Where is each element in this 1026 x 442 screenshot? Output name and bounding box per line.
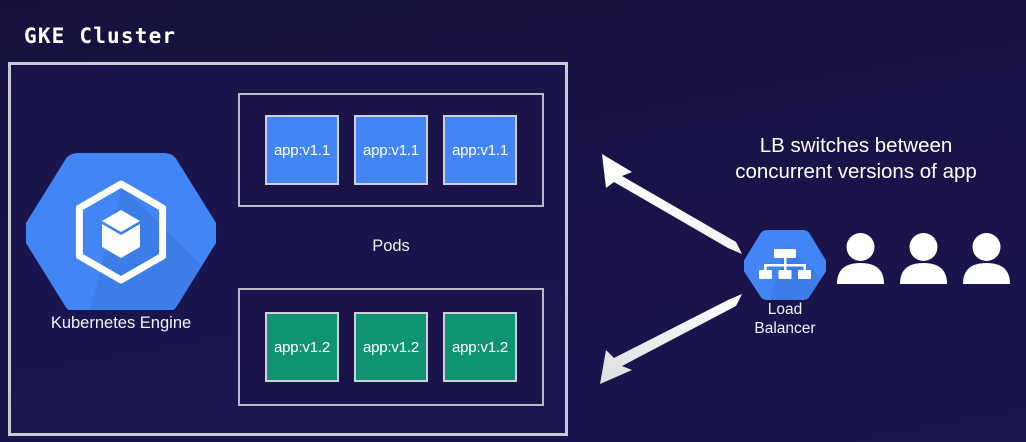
arrow-to-v12-pods-icon — [600, 294, 742, 384]
load-balancer-node: Load Balancer — [744, 228, 826, 346]
arrow-to-v11-pods-icon — [602, 154, 742, 254]
pod-row-v11: app:v1.1 app:v1.1 app:v1.1 — [240, 95, 542, 205]
lb-caption-line2: concurrent versions of app — [735, 160, 977, 183]
load-balancer-label-line1: Load — [767, 301, 803, 318]
user-group — [836, 232, 1012, 284]
pod-group-v12: app:v1.2 app:v1.2 app:v1.2 — [238, 288, 544, 406]
lb-caption-line1: LB switches between — [759, 134, 953, 157]
pods-section-label: Pods — [372, 237, 410, 255]
pod-item: app:v1.1 — [265, 115, 339, 185]
user-person-icon — [900, 233, 947, 284]
load-balancer-hierarchy-icon — [744, 230, 826, 300]
kubernetes-engine-label: Kubernetes Engine — [50, 314, 192, 332]
pod-row-v12: app:v1.2 app:v1.2 app:v1.2 — [240, 290, 542, 404]
pod-item: app:v1.1 — [354, 115, 428, 185]
load-balancer-label-line2: Balancer — [754, 320, 816, 337]
kubernetes-engine-hexagon-icon — [26, 153, 216, 310]
load-balancer-label: Load Balancer — [730, 300, 840, 338]
pod-item: app:v1.1 — [443, 115, 517, 185]
pod-item: app:v1.2 — [443, 312, 517, 382]
kubernetes-engine-node: Kubernetes Engine — [26, 150, 216, 345]
pod-item: app:v1.2 — [265, 312, 339, 382]
lb-caption: LB switches between concurrent versions … — [690, 133, 1022, 185]
pod-group-v11: app:v1.1 app:v1.1 app:v1.1 — [238, 93, 544, 207]
pod-item: app:v1.2 — [354, 312, 428, 382]
user-person-icon — [837, 233, 884, 284]
page-title: GKE Cluster — [24, 24, 177, 48]
user-person-icon — [963, 233, 1010, 284]
